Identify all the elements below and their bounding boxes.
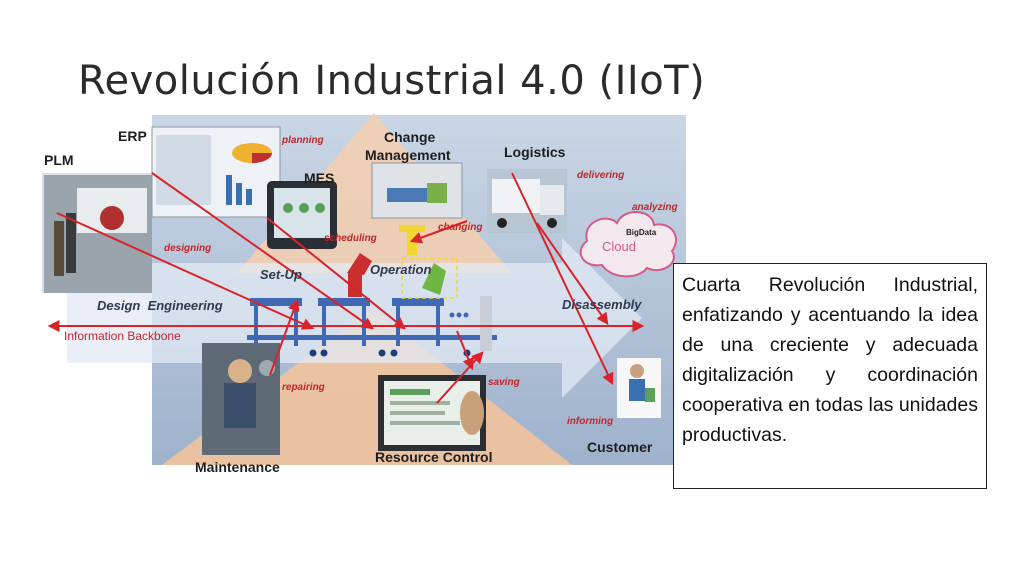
slide-title: Revolución Industrial 4.0 (IIoT)	[78, 58, 706, 104]
saving-label: saving	[488, 377, 520, 388]
industry-diagram: PLM ERP MES Change Management Logistics …	[42, 113, 686, 473]
maintenance-label: Maintenance	[195, 459, 280, 473]
resource-control-label: Resource Control	[375, 449, 492, 465]
scheduling-label: scheduling	[324, 233, 377, 244]
cloud-label: Cloud	[602, 239, 636, 254]
resource-control-tablet	[378, 375, 486, 451]
delivering-label: delivering	[577, 170, 624, 181]
erp-screenshot	[151, 126, 281, 218]
design-engineering-label: Design Engineering	[97, 298, 223, 313]
bigdata-label: BigData	[626, 228, 657, 237]
red-arrows	[47, 172, 645, 404]
information-backbone-label: Information Backbone	[64, 329, 181, 343]
customer-icon	[617, 358, 661, 418]
disassembly-label: Disassembly	[562, 297, 642, 312]
setup-label: Set-Up	[260, 267, 302, 282]
plm-photo	[44, 175, 152, 293]
operation-label: Operation	[370, 262, 431, 277]
logistics-truck	[487, 169, 567, 233]
logistics-label: Logistics	[504, 144, 566, 160]
change-label-line2: Management	[365, 147, 451, 163]
plm-label: PLM	[44, 152, 74, 168]
analyzing-label: analyzing	[632, 202, 678, 213]
changing-label: changing	[438, 222, 482, 233]
customer-label: Customer	[587, 439, 653, 455]
description-textbox: Cuarta Revolución Industrial, enfatizand…	[673, 263, 987, 489]
maintenance-photo	[202, 343, 280, 455]
informing-label: informing	[567, 416, 613, 427]
change-management-screen	[371, 162, 463, 219]
planning-label: planning	[281, 135, 324, 146]
designing-label: designing	[164, 243, 211, 254]
change-label-line1: Change	[384, 129, 436, 145]
erp-label: ERP	[118, 128, 147, 144]
description-text: Cuarta Revolución Industrial, enfatizand…	[682, 274, 978, 446]
mes-label: MES	[304, 170, 334, 186]
cloud-shape	[579, 211, 677, 278]
repairing-label: repairing	[282, 382, 325, 393]
